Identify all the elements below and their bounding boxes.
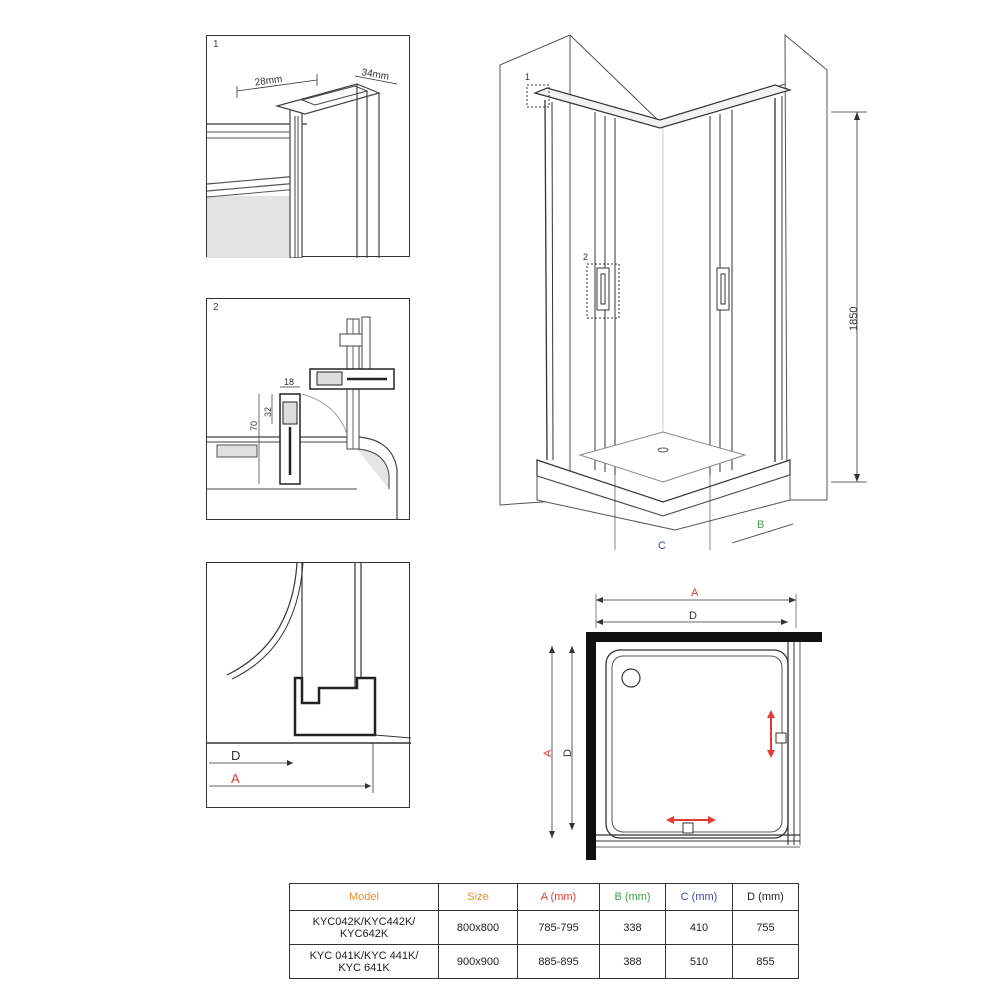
plan-label-a-side: A	[542, 749, 554, 757]
detail-panel-1: 1 28mm 34mm	[206, 35, 410, 258]
cell-size: 900x900	[438, 944, 518, 979]
table-header-row: Model Size A (mm) B (mm) C (mm) D (mm)	[289, 883, 799, 911]
callout-2: 2	[583, 252, 588, 262]
detail-number: 2	[213, 302, 219, 313]
cell-a: 885-895	[517, 944, 600, 979]
table-row: KYC042K/KYC442K/ KYC642K 800x800 785-795…	[289, 910, 799, 945]
dimension-label-d: D	[231, 748, 240, 763]
cell-model: KYC 041K/KYC 441K/ KYC 641K	[289, 944, 439, 979]
cell-d: 755	[732, 910, 799, 945]
cell-d: 855	[732, 944, 799, 979]
cell-b: 338	[599, 910, 666, 945]
plan-label-d-top: D	[689, 610, 697, 622]
detail-number: 1	[213, 39, 219, 50]
detail-panel-3: D A	[206, 562, 411, 808]
detail-1-drawing: 28mm 34mm	[207, 67, 398, 258]
dimension-label-a: A	[231, 771, 240, 786]
detail-3-drawing: D A	[207, 563, 411, 793]
spec-table: Model Size A (mm) B (mm) C (mm) D (mm) K…	[289, 883, 799, 979]
cell-size: 800x800	[438, 910, 518, 945]
plan-view-drawing: A D A D	[542, 587, 822, 860]
header-a: A (mm)	[517, 883, 600, 911]
detail-panel-2: 2 18 32 70	[206, 298, 410, 520]
height-label: 1850	[848, 307, 860, 331]
table-row: KYC 041K/KYC 441K/ KYC 641K 900x900 885-…	[289, 944, 799, 979]
detail-2-drawing: 18 32 70	[207, 316, 398, 519]
dimension-label-32: 32	[263, 407, 273, 417]
cell-c: 510	[665, 944, 733, 979]
dimension-label-70: 70	[249, 421, 259, 431]
header-d: D (mm)	[732, 883, 799, 911]
cell-model: KYC042K/KYC442K/ KYC642K	[289, 910, 439, 945]
dimension-label-b: B	[757, 519, 764, 531]
cell-b: 388	[599, 944, 666, 979]
dimension-label-c: C	[658, 540, 666, 550]
callout-1: 1	[525, 72, 530, 82]
dimension-label-18: 18	[284, 377, 294, 387]
cell-a: 785-795	[517, 910, 600, 945]
header-size: Size	[438, 883, 518, 911]
dimension-label-outer: 34mm	[361, 67, 390, 83]
header-c: C (mm)	[665, 883, 733, 911]
dimension-label-inner: 28mm	[254, 74, 283, 89]
cell-c: 410	[665, 910, 733, 945]
header-model: Model	[289, 883, 439, 911]
plan-label-d-side: D	[562, 749, 574, 757]
header-b: B (mm)	[599, 883, 666, 911]
plan-label-a-top: A	[691, 587, 699, 599]
main-drawing: 1 2 1850 C B	[499, 33, 867, 550]
